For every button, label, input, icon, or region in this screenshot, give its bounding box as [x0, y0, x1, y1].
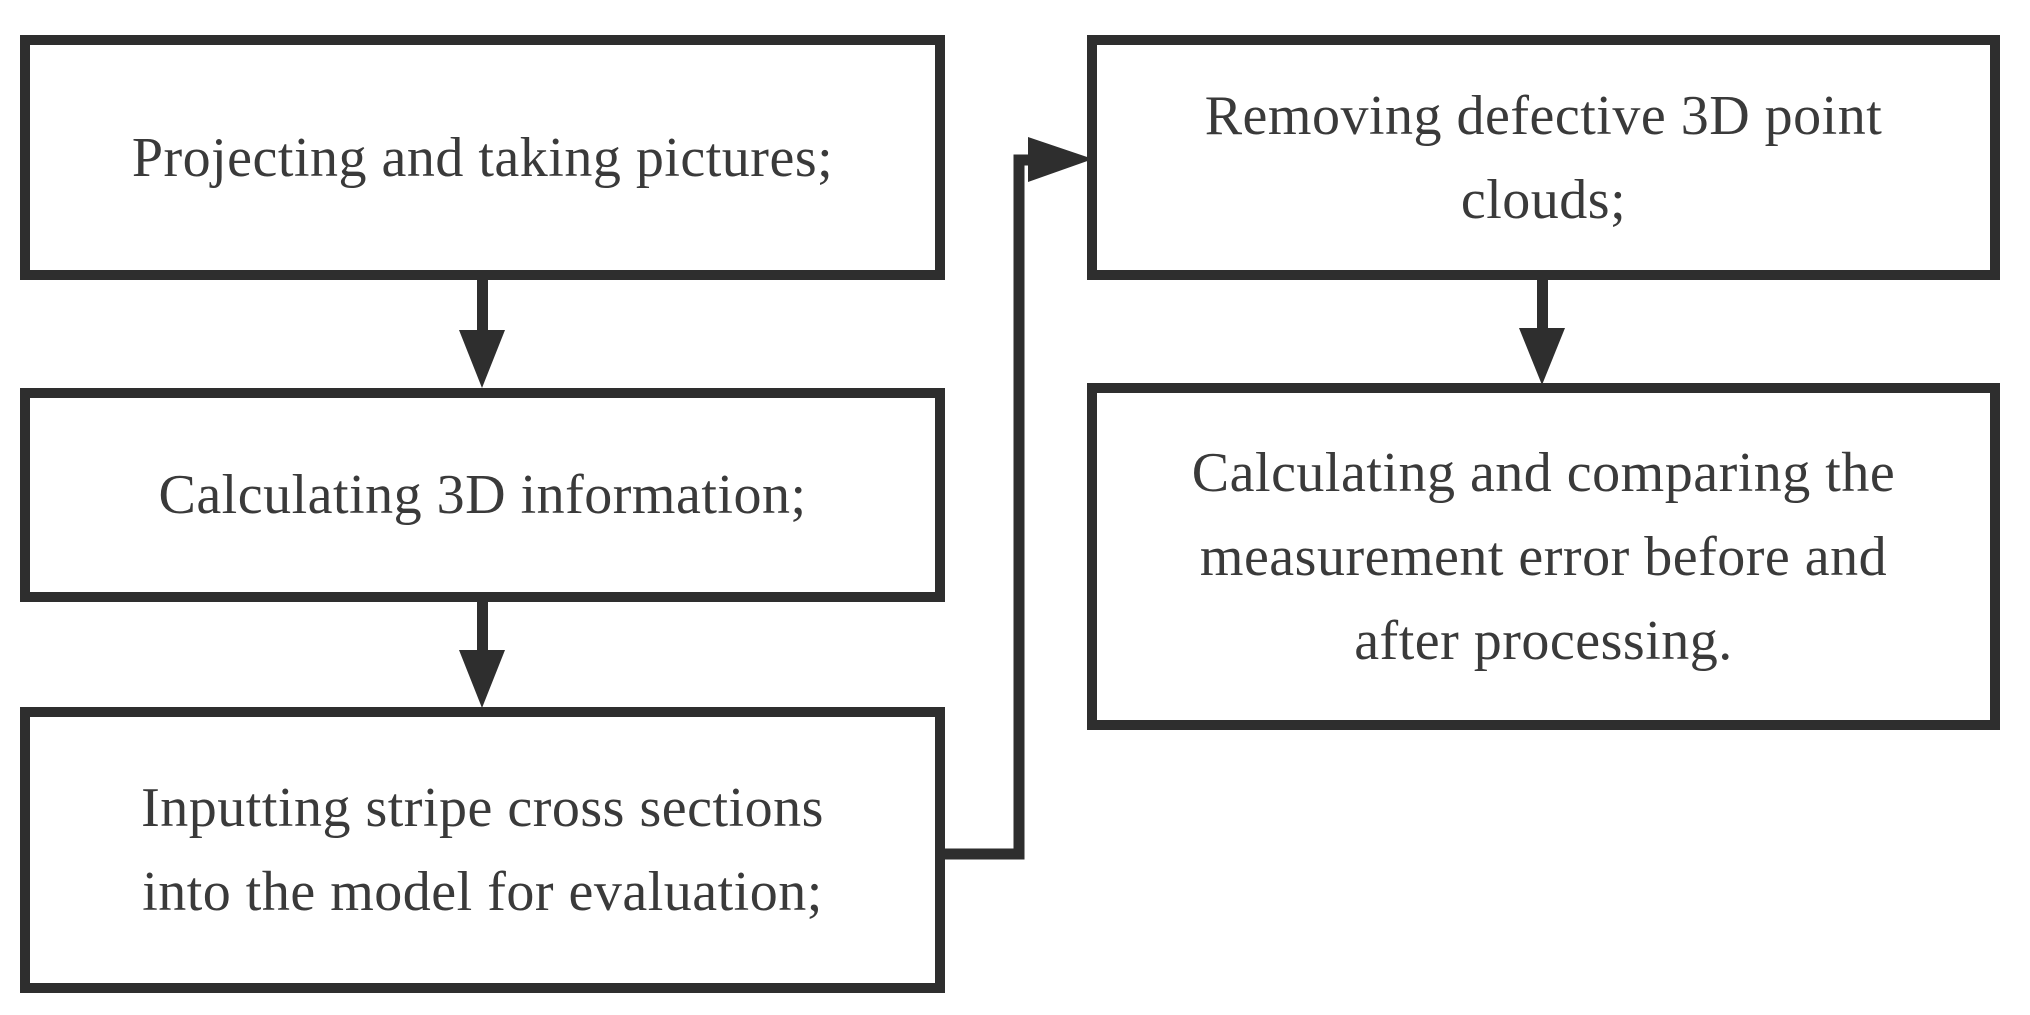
flow-box-projecting: Projecting and taking pictures;	[20, 35, 945, 280]
flow-box-text: into the model for evaluation;	[142, 861, 823, 923]
flow-box-text: after processing.	[1354, 609, 1733, 672]
down-arrow-icon	[459, 276, 505, 388]
flow-box-calculating-error: Calculating and comparing the measuremen…	[1087, 383, 2000, 730]
elbow-arrow-icon	[941, 137, 1093, 860]
flow-box-text: clouds;	[1460, 168, 1627, 231]
flow-box-text: measurement error before and	[1199, 525, 1888, 588]
down-arrow-icon	[459, 598, 505, 708]
flow-box-text: Calculating and comparing the	[1191, 441, 1896, 504]
flow-box-calculating-3d: Calculating 3D information;	[20, 388, 945, 602]
down-arrow-icon	[1519, 276, 1565, 385]
flow-box-inputting-stripe: Inputting stripe cross sections into the…	[20, 707, 945, 993]
flow-box-text: Removing defective 3D point	[1204, 84, 1883, 147]
flow-box-removing-defective: Removing defective 3D point clouds;	[1087, 35, 2000, 280]
flow-box-text: Inputting stripe cross sections	[141, 777, 824, 839]
flow-box-text: Calculating 3D information;	[158, 464, 807, 526]
flow-box-text: Projecting and taking pictures;	[131, 126, 834, 189]
